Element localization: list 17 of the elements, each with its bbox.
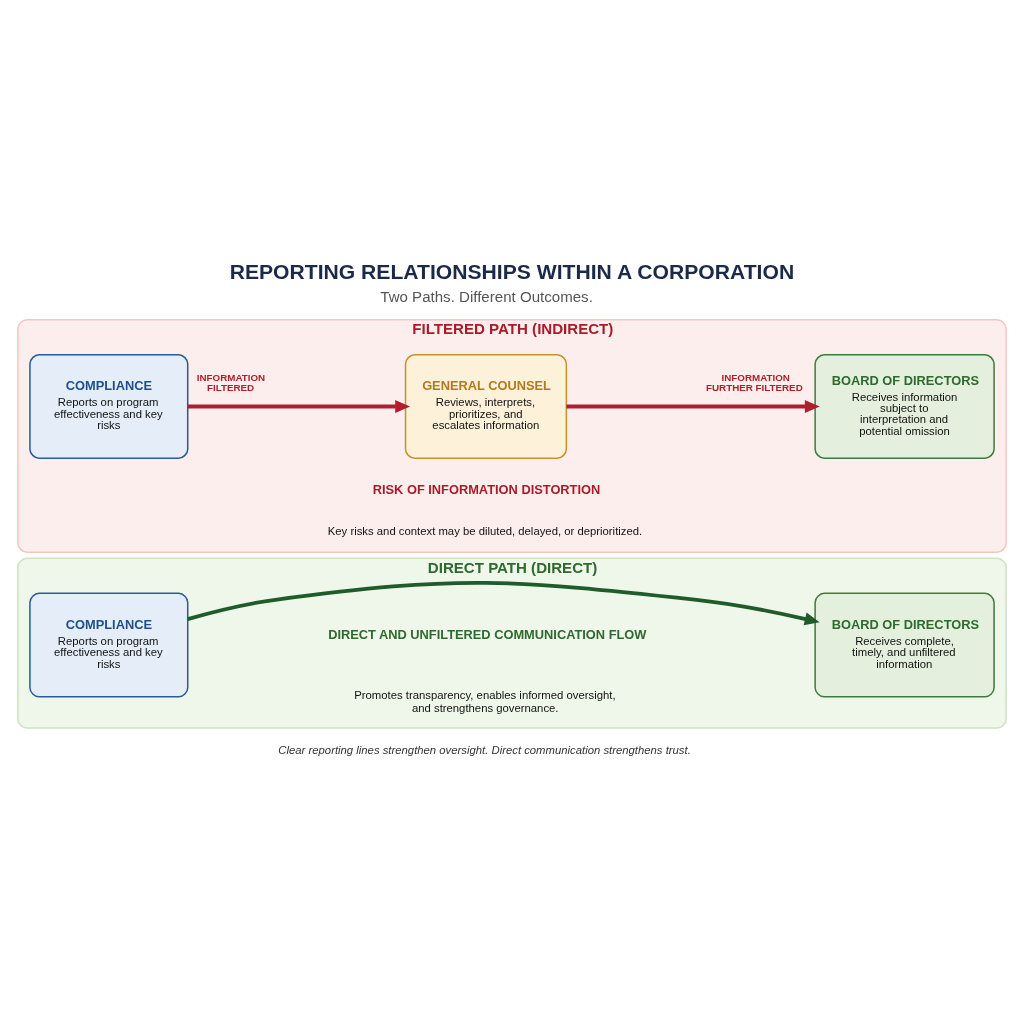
edge-label: INFORMATION FURTHER FILTERED — [706, 371, 803, 393]
node-box: COMPLIANCE Reports on program effectiveness and key risks — [29, 354, 189, 459]
diagram-title: REPORTING RELATIONSHIPS WITHIN A CORPORATION — [229, 260, 795, 284]
node-box: COMPLIANCE Reports on program effectiveness and key risks — [29, 592, 189, 698]
edge-label: INFORMATION FILTERED — [196, 371, 266, 393]
label: RISK OF INFORMATION DISTORTION — [372, 482, 601, 498]
arrow — [187, 399, 411, 413]
caption: Clear reporting lines strengthen oversight. Direct communication strengthens trust. — [278, 744, 691, 757]
arrow — [566, 399, 820, 413]
label: DIRECT AND UNFILTERED COMMUNICATION FLOW — [328, 627, 647, 643]
node-box: BOARD OF DIRECTORS Receives information subject to interpretation and potential omission — [814, 354, 995, 459]
node-box: BOARD OF DIRECTORS Receives complete, timely, and unfiltered information — [814, 592, 995, 698]
arrow — [187, 581, 820, 626]
label: Key risks and context may be diluted, delayed, or deprioritized. — [327, 525, 643, 538]
node-box: GENERAL COUNSEL Reviews, interprets, prioritizes, and escalates information — [404, 354, 568, 459]
label: Two Paths. Different Outcomes. — [380, 288, 593, 306]
label: Promotes transparency, enables informed oversight, and strengthens governance. — [354, 688, 616, 714]
